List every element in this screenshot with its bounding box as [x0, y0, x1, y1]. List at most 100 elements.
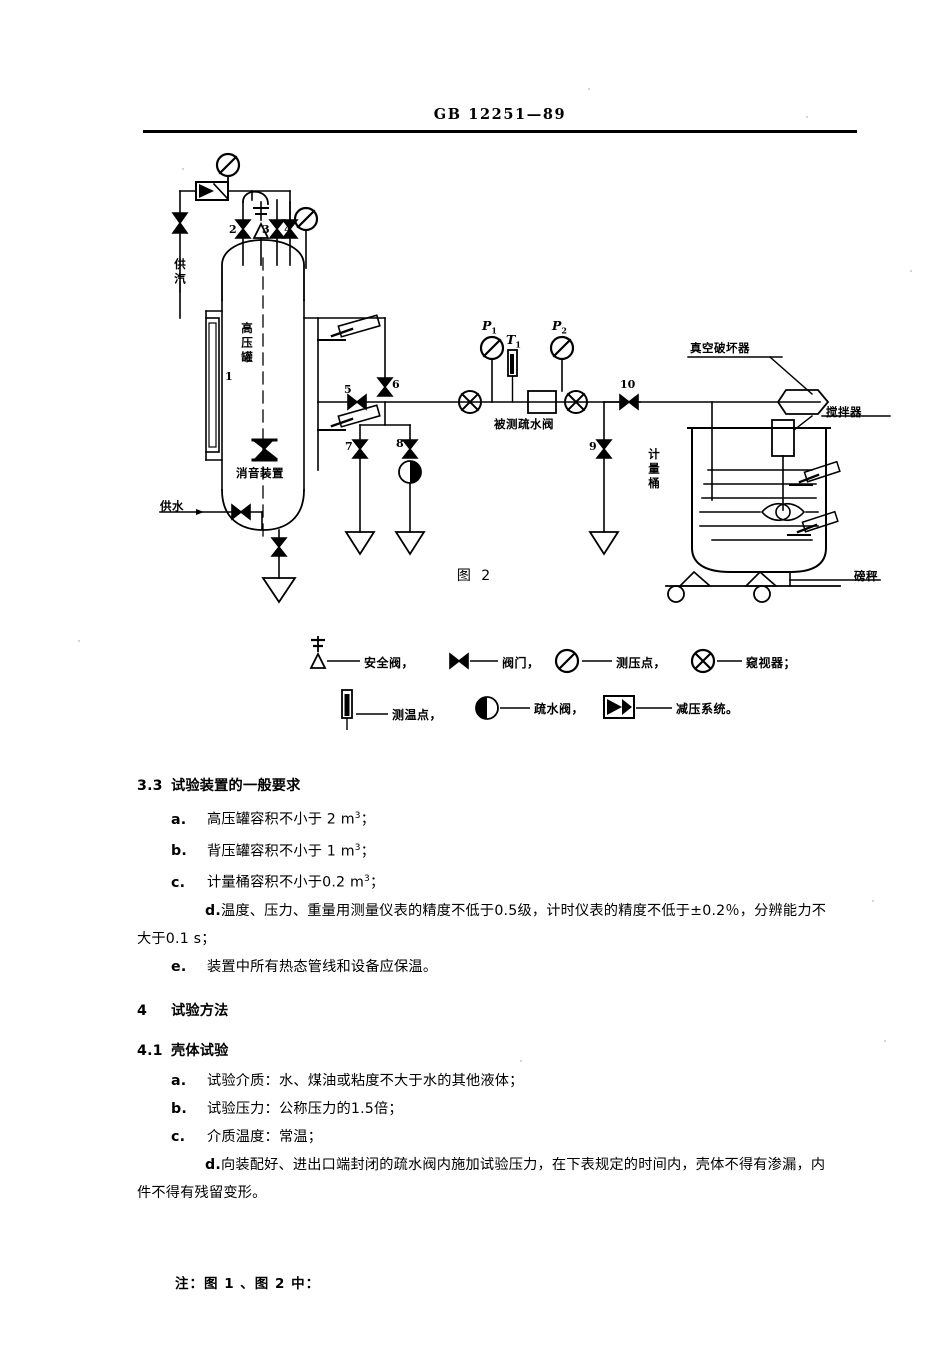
diagram-label-steam-supply: 供汽	[173, 258, 187, 287]
legend-label-pressure-point: 测压点，	[616, 656, 667, 670]
diagram-label-tested-trap: 被测疏水阀	[494, 417, 554, 431]
item-text: 试验压力：公称压力的1.5倍；	[207, 1101, 403, 1118]
sight-glass-2-icon	[564, 390, 588, 414]
scan-speck	[182, 168, 184, 170]
valve-number-1: 1	[225, 370, 233, 383]
legend-label-sight-glass: 窥视器；	[746, 656, 797, 670]
item-text: 高压罐容积不小于 2 m	[207, 811, 355, 828]
silencer-device-icon	[250, 438, 279, 462]
valve-number-9: 9	[589, 440, 597, 453]
diagram-label-water-supply: 供水	[160, 499, 184, 513]
item-text: 温度、压力、重量用测量仪表的精度不低于0.5级，计时仪表的精度不低于±0.2％，…	[137, 903, 827, 948]
item-label: c.	[171, 875, 186, 892]
valve-number-4: 4	[284, 223, 292, 236]
insulation-marker-upper-icon	[317, 314, 381, 341]
spacer	[137, 981, 837, 995]
section-4-heading: 4 试验方法	[137, 997, 837, 1025]
item-superscript: 3	[364, 874, 370, 885]
scan-speck	[884, 1040, 886, 1042]
legend-steam-trap-icon	[475, 696, 499, 720]
legend-intro: 注：图 1 、图 2 中：	[175, 1276, 321, 1292]
diagram-label-high-pressure-tank: 高压罐	[240, 322, 254, 366]
section-3-3-number: 3.3	[137, 778, 163, 794]
item-text: 装置中所有热态管线和设备应保温。	[207, 959, 438, 976]
section-4-1-title: 壳体试验	[171, 1043, 229, 1060]
list-item: a. 试验介质：水、煤油或粘度不大于水的其他液体；	[137, 1067, 837, 1095]
schematic-svg	[159, 152, 891, 604]
temperature-point-t1-icon	[507, 349, 518, 403]
list-item: c. 介质温度：常温；	[137, 1123, 837, 1151]
pressure-gauge-p2-icon	[549, 335, 575, 392]
item-superscript: 3	[354, 811, 361, 821]
item-text: 计量桶容积不小于0.2 m	[207, 875, 364, 892]
gauge-label-p2: P2	[552, 318, 567, 336]
legend-pressure-reducing-system-icon	[603, 695, 635, 719]
section-4-number: 4	[137, 1003, 148, 1020]
valve-steam-supply-icon	[171, 212, 189, 234]
valve-number-2: 2	[229, 223, 237, 236]
item-label: a.	[171, 1073, 187, 1090]
section-3-3-heading: 3.3 试验装置的一般要求	[137, 772, 837, 800]
item-tail: ；	[360, 811, 376, 828]
valve-5-icon	[347, 393, 367, 411]
item-text: 介质温度：常温；	[207, 1129, 323, 1146]
page-header: GB 12251—89	[143, 104, 857, 123]
valve-10-icon	[619, 393, 639, 411]
diagram-label-measuring-bucket: 计量桶	[647, 448, 661, 492]
list-item: d.温度、压力、重量用测量仪表的精度不低于0.5级，计时仪表的精度不低于±0.2…	[137, 897, 837, 953]
tested-steam-trap-box	[527, 390, 557, 414]
item-label: b.	[171, 843, 187, 860]
diagram-label-silencer: 消音装置	[236, 466, 284, 480]
scan-speck	[872, 900, 874, 902]
scan-speck	[78, 640, 80, 642]
list-item: a.高压罐容积不小于 2 m3；	[137, 802, 837, 834]
insulation-marker-lower-icon	[317, 404, 381, 431]
section-4-title: 试验方法	[171, 1003, 229, 1020]
item-label: d.	[205, 903, 221, 920]
header-rule	[143, 130, 857, 133]
section-4-1-number: 4.1	[137, 1043, 163, 1060]
list-item: e.装置中所有热态管线和设备应保温。	[137, 953, 837, 981]
valve-number-7: 7	[345, 440, 353, 453]
item-superscript: 3	[354, 842, 361, 853]
item-text: 试验介质：水、煤油或粘度不大于水的其他液体；	[207, 1073, 524, 1090]
valve-number-3: 3	[262, 223, 270, 236]
diagram-label-vacuum-breaker: 真空破坏器	[690, 341, 750, 355]
item-label: d.	[205, 1157, 221, 1174]
section-3-3-title: 试验装置的一般要求	[171, 778, 301, 794]
list-item: b.试验压力：公称压力的1.5倍；	[137, 1095, 837, 1123]
valve-2-icon	[234, 219, 252, 239]
platform-scale-icon	[665, 570, 881, 603]
legend: 注：图 1 、图 2 中：	[0, 628, 950, 1292]
legend-label-steam-trap: 疏水阀，	[534, 702, 585, 716]
pressure-gauge-tank-icon	[293, 206, 319, 269]
vacuum-breaker-icon	[769, 356, 830, 415]
valve-1-icon	[231, 503, 251, 521]
bucket-marker-upper-icon	[789, 460, 841, 486]
valve-6-icon	[376, 377, 394, 397]
steam-trap-icon	[398, 460, 422, 484]
legend-label-valve: 阀门，	[502, 656, 540, 670]
legend-valve-icon	[449, 652, 469, 670]
legend-symbols-svg	[309, 636, 742, 730]
legend-sight-glass-icon	[690, 648, 716, 674]
item-label: c.	[171, 1129, 186, 1146]
valve-3-icon	[268, 219, 286, 239]
bucket-marker-lower-icon	[787, 510, 839, 536]
bucket-liquid-lines	[699, 469, 819, 541]
sight-glass-1-icon	[458, 390, 482, 414]
gauge-label-p1: P1	[482, 318, 497, 336]
valve-9-icon	[595, 439, 613, 459]
pressure-reducing-system-icon	[195, 181, 229, 201]
valve-number-6: 6	[392, 378, 400, 391]
item-tail: ；	[360, 843, 376, 860]
valve-7-icon	[351, 439, 369, 459]
item-text: 背压罐容积不小于 1 m	[207, 843, 355, 860]
measuring-bucket-icon	[687, 427, 831, 573]
figure-2-schematic: 供汽 供水 高压罐 消音装置 被测疏水阀 真空破坏器 搅拌器 计量桶 磅秤 P1…	[0, 140, 950, 610]
legend-label-safety-valve: 安全阀，	[364, 656, 415, 670]
agitator-icon	[760, 415, 813, 522]
item-tail: ；	[369, 875, 385, 892]
item-text: 向装配好、进出口端封闭的疏水阀内施加试验压力，在下表规定的时间内，壳体不得有渗漏…	[137, 1157, 826, 1202]
